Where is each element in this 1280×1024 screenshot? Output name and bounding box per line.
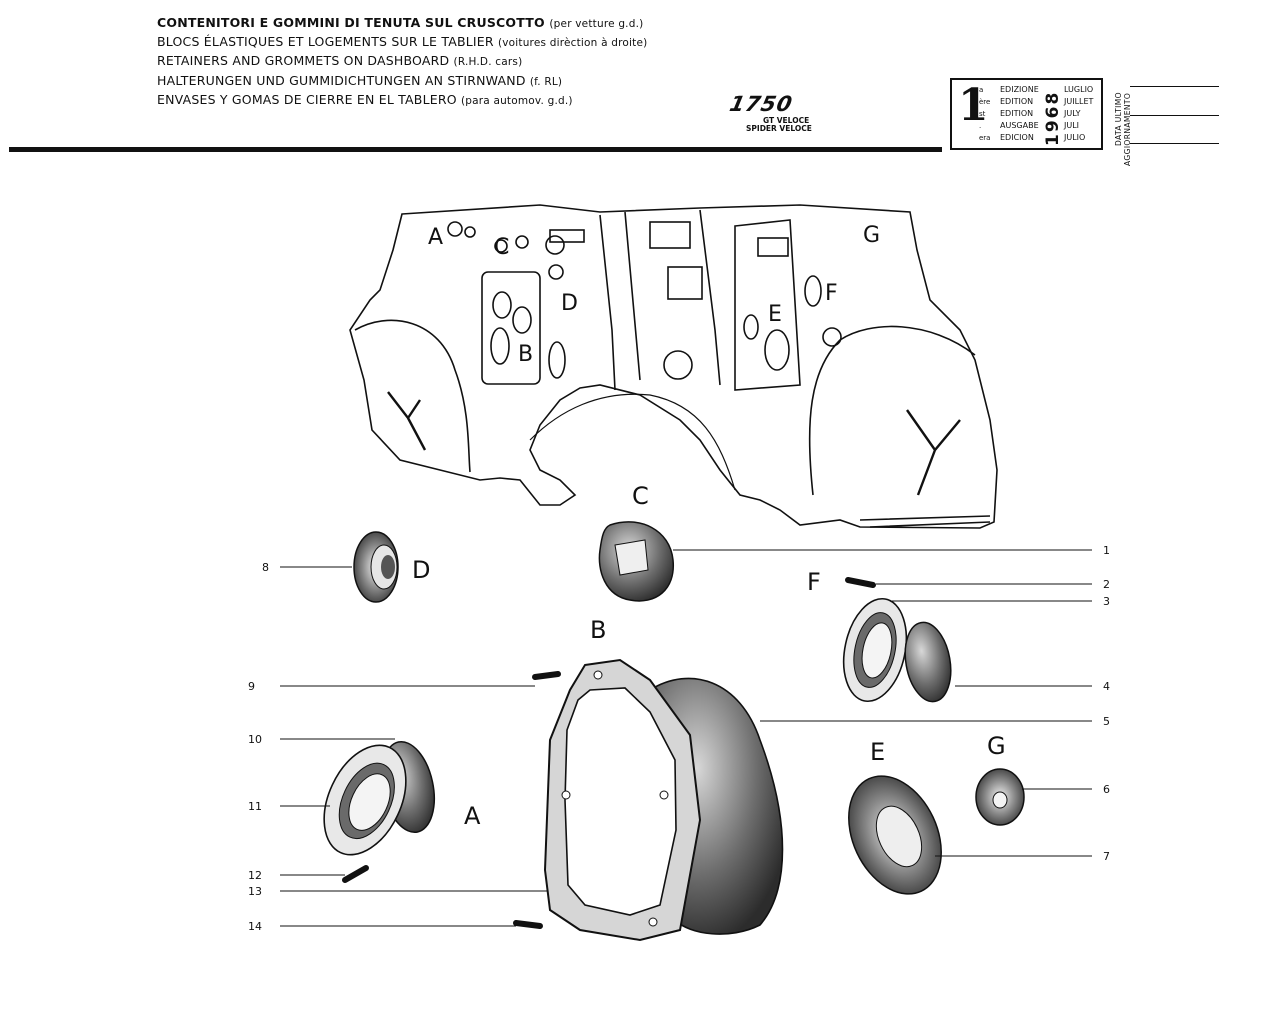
group-letter-c: C [632, 482, 649, 510]
part-number-12: 12 [248, 869, 262, 882]
title-en: RETAINERS AND GROMMETS ON DASHBOARD (R.H… [157, 53, 523, 69]
edition-ordinal: a [979, 86, 984, 94]
edition-label: AUSGABE [1000, 121, 1039, 130]
part-number-4: 4 [1103, 680, 1110, 693]
cover-b [543, 658, 784, 942]
group-letter-g: G [987, 732, 1006, 760]
edition-month: JUILLET [1064, 97, 1094, 106]
dash-letter-a: A [428, 225, 443, 250]
edition-label: EDICION [1000, 133, 1034, 142]
dash-letter-b: B [518, 342, 533, 367]
edition-ordinal: . [979, 122, 982, 130]
part-number-1: 1 [1103, 544, 1110, 557]
edition-month: JULIO [1064, 133, 1086, 142]
edition-label: EDITION [1000, 97, 1034, 106]
title-de: HALTERUNGEN UND GUMMIDICHTUNGEN AN STIRN… [157, 72, 563, 88]
retainer-a [323, 740, 436, 856]
screw-12 [342, 865, 369, 883]
retainer-f [842, 577, 952, 703]
screw-9 [532, 671, 561, 680]
edition-label: EDIZIONE [1000, 85, 1039, 94]
grommet-g [975, 768, 1025, 826]
title-it: CONTENITORI E GOMMINI DI TENUTA SUL CRUS… [157, 15, 644, 30]
part-number-2: 2 [1103, 578, 1110, 591]
part-number-6: 6 [1103, 783, 1110, 796]
update-line [1130, 86, 1219, 87]
dash-letter-d: D [561, 291, 578, 316]
group-letter-e: E [870, 738, 885, 766]
grommet-d [353, 531, 399, 603]
edition-box: 1 a ère st . era EDIZIONE EDITION EDITIO… [950, 78, 1103, 150]
group-letter-b: B [590, 616, 606, 644]
edition-month: JULY [1064, 109, 1081, 118]
dash-letter-f: F [825, 281, 838, 306]
part-number-3: 3 [1103, 595, 1110, 608]
leader-lines [280, 549, 1092, 927]
edition-month: LUGLIO [1064, 85, 1094, 94]
dashboard-illustration [349, 204, 998, 529]
part-number-7: 7 [1103, 850, 1110, 863]
dash-letter-c: C [494, 235, 509, 260]
dashboard-letter-labels: A B C D E F G [428, 223, 880, 367]
title-es: ENVASES Y GOMAS DE CIERRE EN EL TABLERO … [157, 91, 573, 107]
edition-ordinal: ère [979, 98, 991, 106]
screw-14 [513, 920, 543, 929]
part-number-14: 14 [248, 920, 262, 933]
header-rule [9, 147, 942, 152]
block-c [598, 521, 674, 602]
update-line [1130, 143, 1219, 144]
edition-label: EDITION [1000, 109, 1034, 118]
part-number-9: 9 [248, 680, 255, 693]
variant-gt-veloce: GT VELOCE [763, 116, 810, 125]
edition-ordinal: st [979, 110, 986, 118]
edition-month: JULI [1064, 121, 1080, 130]
dash-letter-e: E [768, 302, 782, 327]
part-number-8: 8 [262, 561, 269, 574]
part-number-13: 13 [248, 885, 262, 898]
title-fr: BLOCS ÉLASTIQUES ET LOGEMENTS SUR LE TAB… [157, 34, 648, 50]
group-letter-d: D [412, 556, 430, 584]
variant-spider-veloce: SPIDER VELOCE [746, 124, 812, 133]
group-letter-f: F [807, 568, 821, 596]
part-number-labels: 1 2 3 4 5 6 7 8 9 10 11 12 13 14 [248, 544, 1110, 933]
part-number-11: 11 [248, 800, 262, 813]
group-letter-a: A [464, 802, 481, 830]
edition-number: 1 [958, 80, 989, 131]
part-number-5: 5 [1103, 715, 1110, 728]
grommet-e [848, 775, 942, 895]
dash-letter-g: G [863, 223, 880, 248]
group-letter-labels: A B C D E F G [412, 482, 1006, 830]
edition-ordinal: era [979, 134, 991, 142]
update-line [1130, 115, 1219, 116]
title-block: CONTENITORI E GOMMINI DI TENUTA SUL CRUS… [157, 14, 647, 110]
part-number-10: 10 [248, 733, 262, 746]
